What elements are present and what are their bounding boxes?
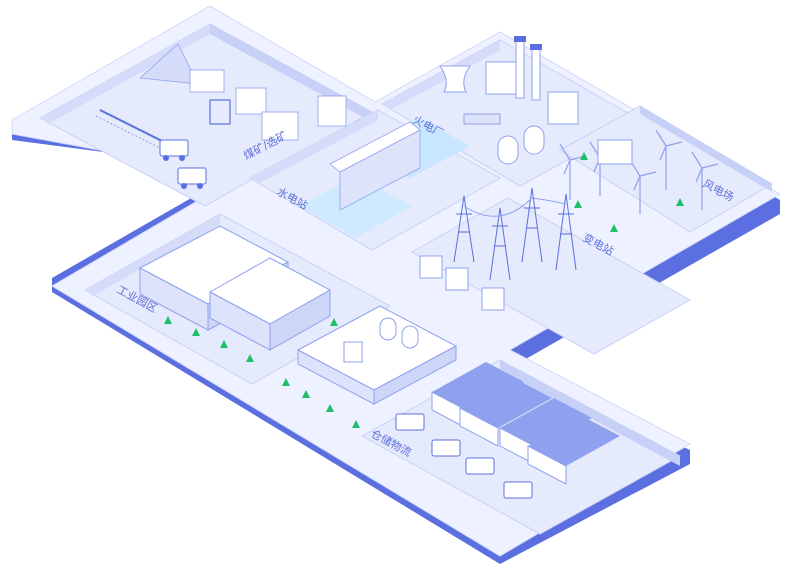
- tree-icon: [164, 152, 684, 428]
- thermal-plant-buildings: [439, 61, 579, 125]
- pylon-icon: [453, 187, 577, 281]
- zone-coal-mine: [38, 23, 374, 207]
- wind-control-building: [597, 139, 633, 165]
- warehouse-icon: [431, 362, 620, 485]
- coal-mine-equipment: [95, 43, 347, 157]
- chemical-plant: [296, 305, 458, 405]
- silo-icon: [497, 125, 545, 165]
- hydro-reservoir: [300, 118, 470, 238]
- zone-substation: [410, 197, 692, 355]
- delivery-trucks: [395, 413, 533, 499]
- truck-icon: [159, 139, 207, 189]
- factory-icon: [138, 225, 332, 351]
- transformers: [419, 255, 505, 311]
